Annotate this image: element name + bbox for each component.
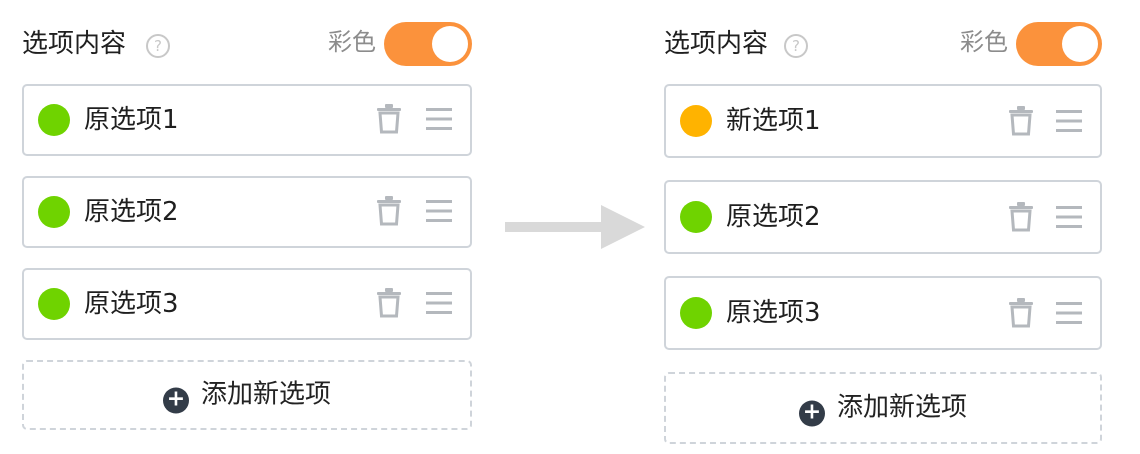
color-toggle-label: 彩色 [960,28,1008,56]
trash-icon[interactable] [1008,298,1034,328]
option-label[interactable]: 原选项3 [726,298,821,328]
trash-icon[interactable] [376,196,402,226]
options-panel-before: 选项内容 ? 彩色 原选项1 原选项2 [22,0,472,430]
add-option-content: + 添加新选项 [666,390,1100,427]
option-color-dot[interactable] [38,196,70,228]
option-label[interactable]: 原选项2 [726,202,821,232]
drag-handle-icon[interactable] [426,106,452,132]
option-item[interactable]: 原选项2 [22,176,472,248]
option-label[interactable]: 原选项2 [84,197,179,227]
plus-circle-icon: + [798,400,825,427]
arrow-right-icon [505,205,645,249]
option-color-dot[interactable] [38,104,70,136]
option-item[interactable]: 原选项3 [664,276,1102,350]
trash-icon[interactable] [1008,106,1034,136]
drag-handle-icon[interactable] [426,290,452,316]
option-item[interactable]: 原选项2 [664,180,1102,254]
panel-title: 选项内容 [664,29,769,59]
add-option-content: + 添加新选项 [24,377,470,414]
question-circle-icon[interactable]: ? [146,34,170,58]
trash-icon[interactable] [376,104,402,134]
drag-handle-icon[interactable] [1056,108,1082,134]
panel-header: 选项内容 ? 彩色 [22,0,472,84]
option-color-dot[interactable] [38,288,70,320]
drag-handle-icon[interactable] [1056,300,1082,326]
option-color-dot[interactable] [680,105,712,137]
option-item[interactable]: 新选项1 [664,84,1102,158]
option-label[interactable]: 新选项1 [726,106,821,136]
drag-handle-icon[interactable] [426,198,452,224]
option-label[interactable]: 原选项1 [84,105,179,135]
add-option-label: 添加新选项 [200,379,331,410]
add-option-label: 添加新选项 [836,392,967,423]
options-panel-after: 选项内容 ? 彩色 新选项1 原选项2 [664,0,1102,444]
color-toggle[interactable] [1016,22,1102,66]
toggle-knob [432,26,468,62]
drag-handle-icon[interactable] [1056,204,1082,230]
color-toggle[interactable] [384,22,472,66]
panel-header: 选项内容 ? 彩色 [664,0,1102,84]
option-item[interactable]: 原选项1 [22,84,472,156]
toggle-knob [1062,26,1098,62]
plus-circle-icon: + [162,387,189,414]
trash-icon[interactable] [376,288,402,318]
option-color-dot[interactable] [680,201,712,233]
question-circle-icon[interactable]: ? [784,34,808,58]
add-option-button[interactable]: + 添加新选项 [664,372,1102,444]
trash-icon[interactable] [1008,202,1034,232]
panel-title: 选项内容 [22,29,127,59]
color-toggle-label: 彩色 [328,28,376,56]
option-label[interactable]: 原选项3 [84,289,179,319]
option-item[interactable]: 原选项3 [22,268,472,340]
add-option-button[interactable]: + 添加新选项 [22,360,472,430]
option-color-dot[interactable] [680,297,712,329]
